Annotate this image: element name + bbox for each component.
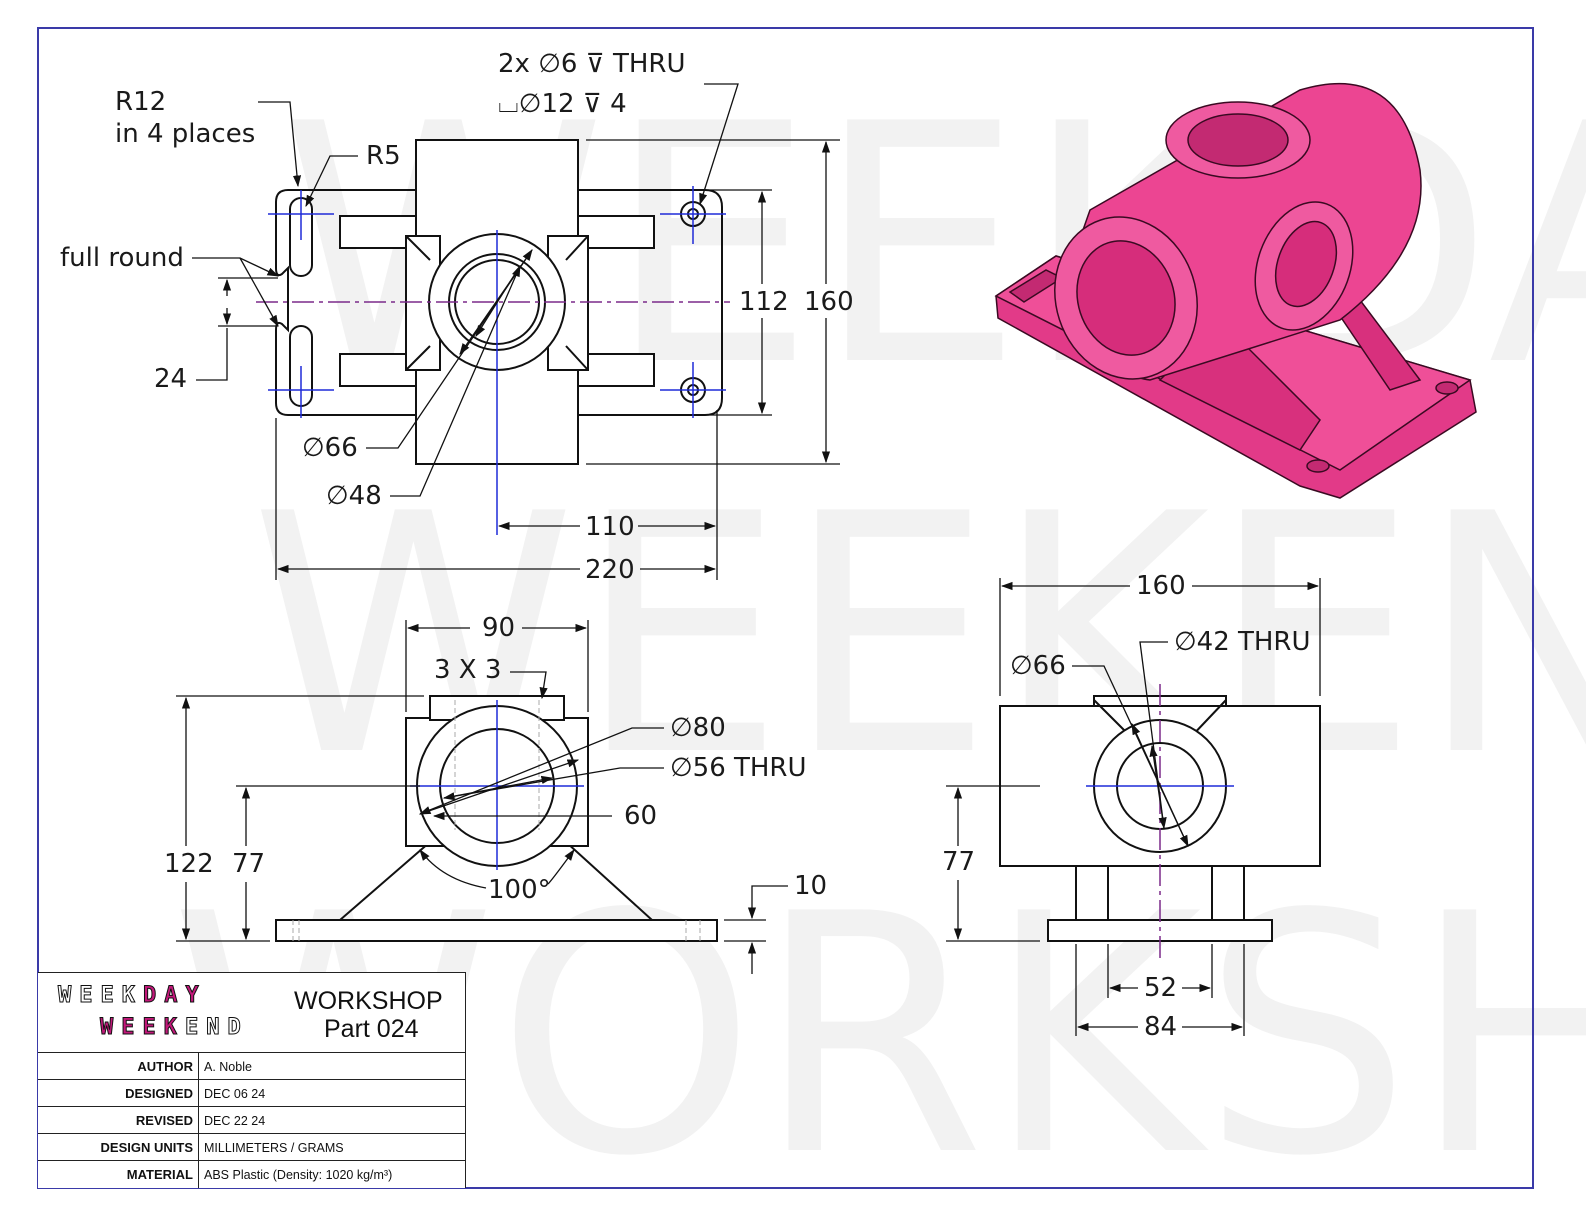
row-value: DEC 06 24 xyxy=(204,1087,266,1101)
top-view-labels: R12 in 4 places R5 full round 24 2x ∅6 ⊽… xyxy=(60,49,854,585)
hole-spacing-label: 112 xyxy=(739,287,789,317)
corner-radius-label: R12 xyxy=(115,87,166,117)
rib-top-left xyxy=(339,215,417,249)
outer-diameter-label: ∅66 xyxy=(302,433,358,463)
rib-bottom-right xyxy=(577,353,655,387)
title-workshop: WORKSHOP xyxy=(294,987,443,1015)
part-number: Part 024 xyxy=(324,1015,419,1043)
hole-offset-label: 110 xyxy=(585,512,635,542)
side-center-height-label: 77 xyxy=(942,847,975,877)
front-flat-width-label: 60 xyxy=(624,801,657,831)
title-block: WEEKDAY WEEKEND WORKSHOP Part 024 AUTHOR… xyxy=(38,972,466,1188)
logo-area: WEEKDAY WEEKEND WORKSHOP Part 024 xyxy=(38,973,466,1053)
row-label: DESIGN UNITS xyxy=(100,1140,193,1155)
row-revised: REVISED DEC 22 24 xyxy=(38,1107,466,1134)
side-view-labels: 160 ∅66 ∅42 THRU 77 52 84 xyxy=(942,571,1311,1042)
rib-top-right xyxy=(577,215,655,249)
row-value: A. Noble xyxy=(204,1060,252,1074)
rib-outer-spacing-label: 84 xyxy=(1144,1012,1177,1042)
full-round-label: full round xyxy=(60,243,184,273)
row-design-units: DESIGN UNITS MILLIMETERS / GRAMS xyxy=(38,1134,466,1161)
slot-radius-label: R5 xyxy=(366,141,401,171)
overall-length-label: 220 xyxy=(585,555,635,585)
side-overall-width-label: 160 xyxy=(1136,571,1186,601)
overall-depth-label: 160 xyxy=(804,287,854,317)
chamfer-label: 3 X 3 xyxy=(434,655,501,685)
rib-inner-spacing-label: 52 xyxy=(1144,973,1177,1003)
row-label: AUTHOR xyxy=(137,1059,193,1074)
corner-radius-places: in 4 places xyxy=(115,119,255,149)
top-view-axes xyxy=(268,186,726,535)
row-label: DESIGNED xyxy=(125,1086,193,1101)
top-view-dimensions xyxy=(192,83,840,580)
inner-diameter-label: ∅48 xyxy=(326,481,382,511)
front-view-labels: 90 3 X 3 ∅80 ∅56 THRU 60 122 77 100° 10 xyxy=(164,613,827,905)
logo-line-weekend: WEEKEND xyxy=(100,1015,249,1041)
isometric-view xyxy=(994,82,1477,499)
logo-line-weekday: WEEKDAY xyxy=(58,983,207,1009)
side-boss-diameter-label: ∅66 xyxy=(1010,651,1066,681)
front-top-width-label: 90 xyxy=(482,613,515,643)
row-material: MATERIAL ABS Plastic (Density: 1020 kg/m… xyxy=(38,1161,466,1188)
base-thickness-label: 10 xyxy=(794,871,827,901)
slot-spacing-label: 24 xyxy=(154,364,187,394)
front-view-dimensions xyxy=(176,620,788,974)
hole-note-line1: 2x ∅6 ⊽ THRU xyxy=(498,49,685,79)
row-designed: DESIGNED DEC 06 24 xyxy=(38,1080,466,1107)
row-author: AUTHOR A. Noble xyxy=(38,1053,466,1080)
row-value: ABS Plastic (Density: 1020 kg/m³) xyxy=(204,1168,393,1182)
row-label: REVISED xyxy=(135,1113,193,1128)
row-value: DEC 22 24 xyxy=(204,1114,266,1128)
side-view-dimensions xyxy=(946,578,1321,1036)
front-overall-height-label: 122 xyxy=(164,849,214,879)
front-boss-diameter-label: ∅80 xyxy=(670,713,726,743)
hole-note-line2: ⌴∅12 ⊽ 4 xyxy=(498,89,627,119)
row-label: MATERIAL xyxy=(126,1167,193,1182)
rib-bottom-left xyxy=(339,353,417,387)
front-center-height-label: 77 xyxy=(232,849,265,879)
front-view-axes xyxy=(410,700,584,870)
row-value: MILLIMETERS / GRAMS xyxy=(204,1141,344,1155)
front-base xyxy=(275,919,718,942)
side-bore-label: ∅42 THRU xyxy=(1174,627,1311,657)
front-bore-label: ∅56 THRU xyxy=(670,753,807,783)
rib-angle-label: 100° xyxy=(488,875,551,905)
sheet-border xyxy=(37,27,1534,1189)
